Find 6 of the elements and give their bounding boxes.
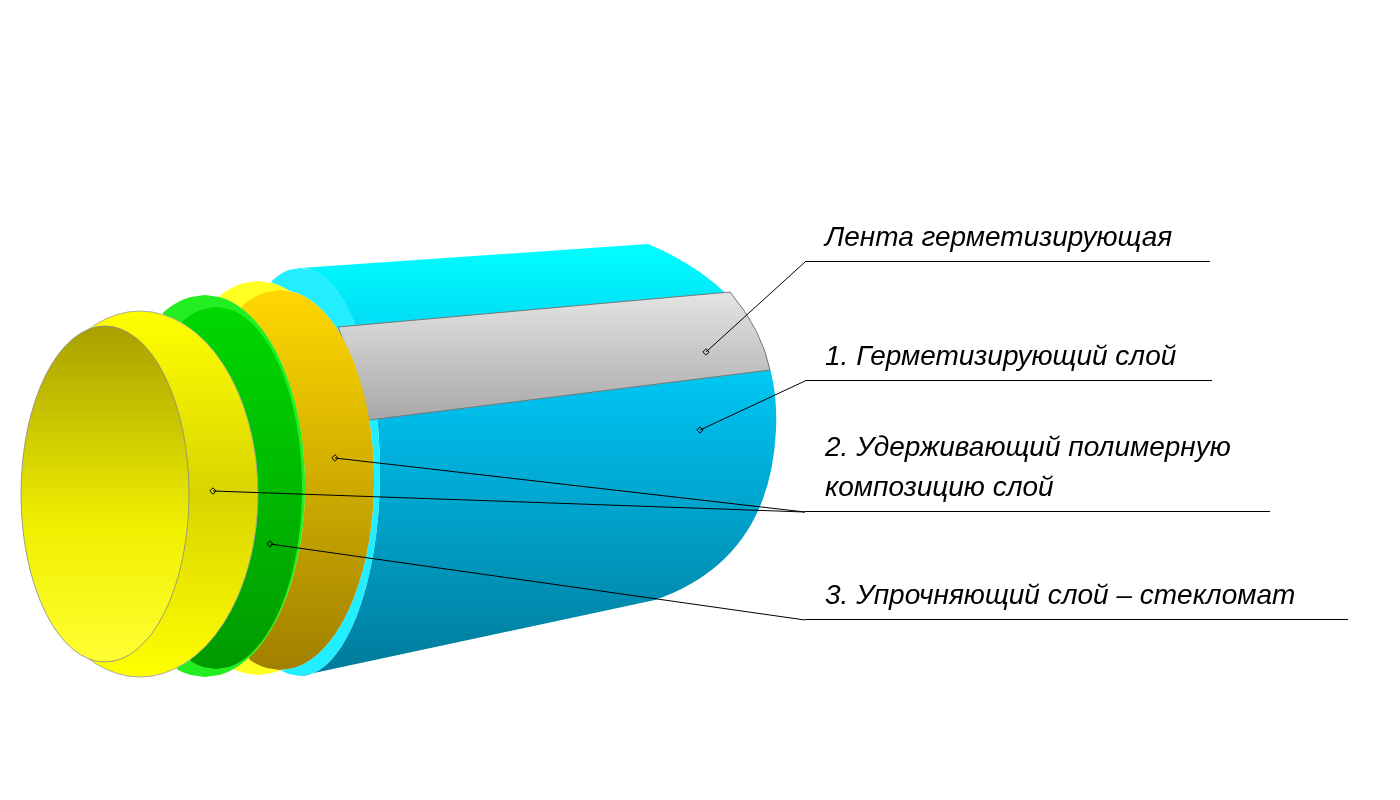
tape-strip — [337, 291, 771, 421]
callout-label: 3. Упрочняющий слой – стекломат — [825, 578, 1297, 612]
inner-pipe — [20, 310, 259, 678]
callout-label: 2. Удерживающий полимерную композицию слой — [825, 430, 1232, 504]
callout-label: Лента герметизирующая — [825, 220, 1174, 254]
callout-label: 1. Герметизирующий слой — [825, 339, 1178, 373]
